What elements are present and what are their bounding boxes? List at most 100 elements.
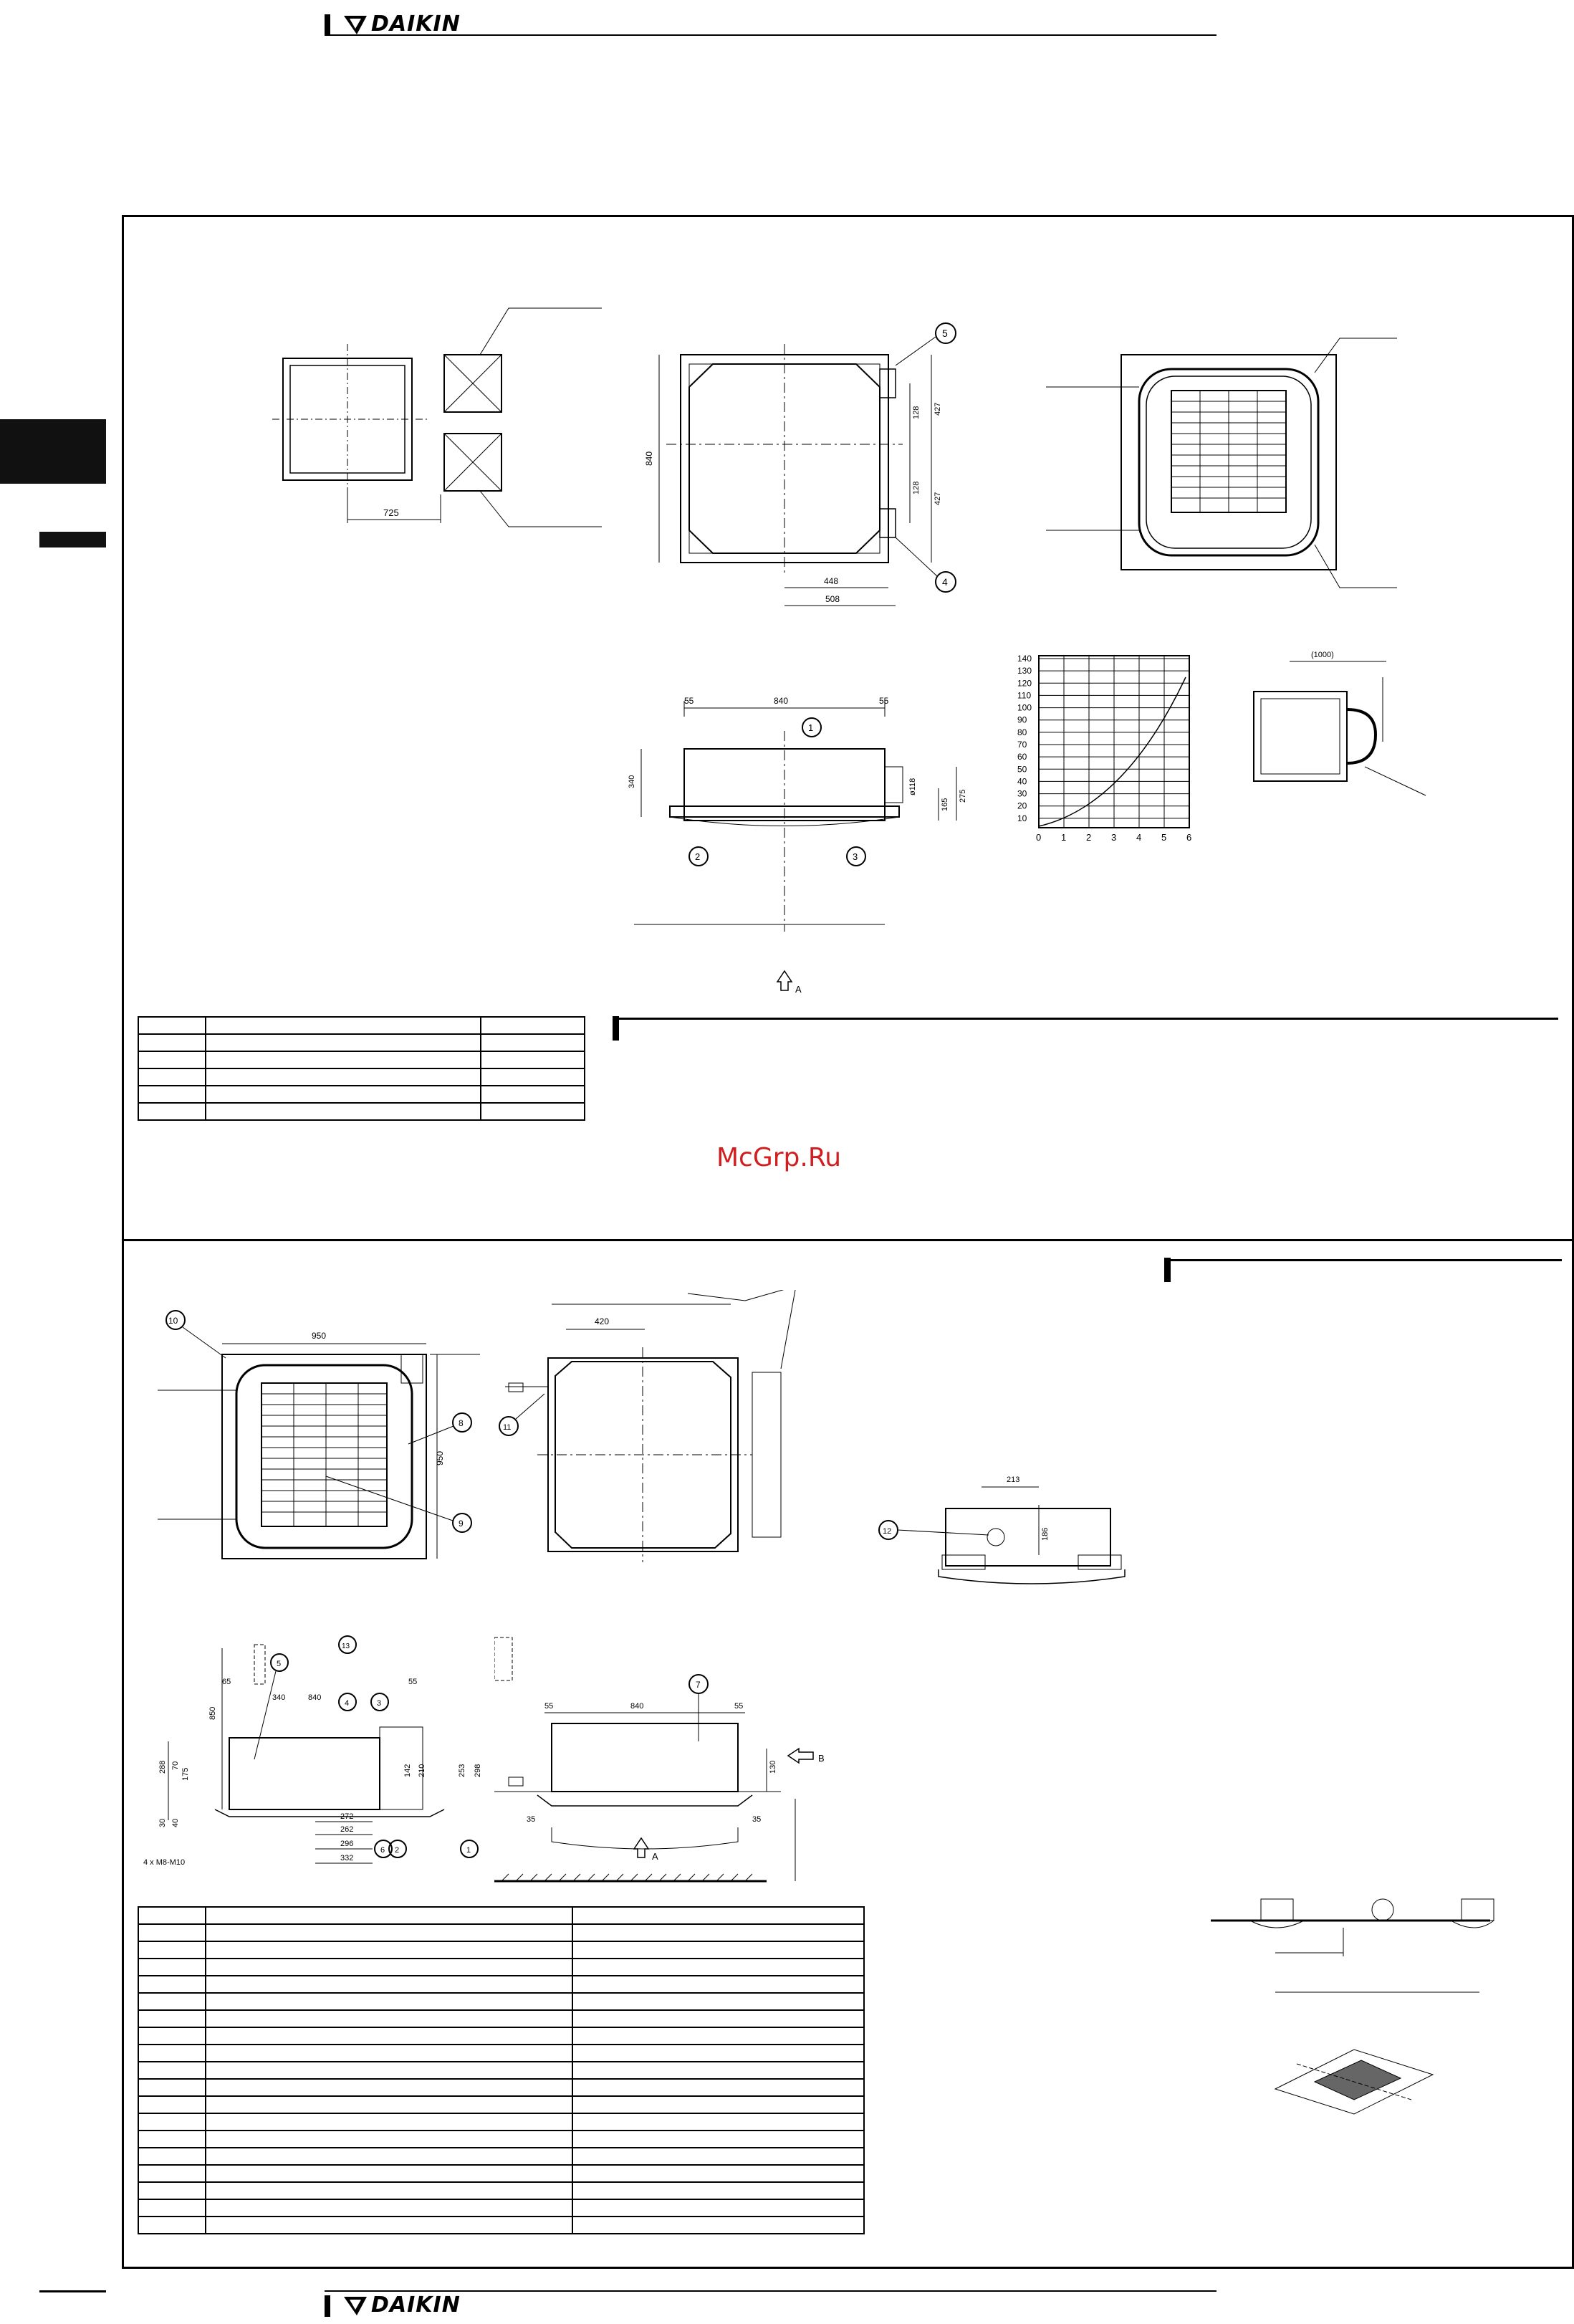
dim-65: 65 — [222, 1678, 231, 1686]
bottom-notes-rule — [1164, 1259, 1562, 1261]
callout-4: 4 — [345, 1699, 349, 1708]
arrow-b-label: B — [818, 1753, 825, 1764]
panel-front-view-drawing — [1039, 330, 1411, 602]
dim-55-left: 55 — [684, 696, 694, 706]
table-row — [138, 2147, 865, 2166]
footer-logo-bar — [325, 2295, 330, 2317]
drain-hose-view-drawing: (1000) — [1232, 649, 1440, 806]
bottom-notes-marker — [1164, 1258, 1171, 1282]
plan-view-drawing: 725 — [265, 301, 609, 537]
dim-128-upper: 128 — [912, 406, 921, 419]
graph-y-tick: 120 — [1017, 678, 1032, 688]
table-row — [138, 2164, 865, 2183]
table-row — [138, 1975, 865, 1994]
dim-275: 275 — [959, 790, 967, 803]
callout-5: 5 — [942, 327, 948, 339]
table-row — [138, 1906, 865, 1925]
callout-1: 1 — [808, 722, 813, 733]
table-row — [138, 2181, 865, 2200]
graph-y-tick: 10 — [1017, 813, 1027, 823]
watermark: McGrp.Ru — [716, 1143, 842, 1172]
bottom-section-right-drawing: 55 840 55 130 35 35 7 B A — [494, 1634, 838, 1892]
graph-y-tick: 50 — [1017, 764, 1027, 774]
dim-210: 210 — [418, 1764, 426, 1777]
table-row — [138, 2009, 865, 2028]
bottom-spec-table — [138, 1906, 865, 2234]
dim-165: 165 — [941, 798, 949, 811]
dim-118: ø118 — [908, 778, 917, 795]
daikin-logo-icon-footer — [344, 2297, 367, 2315]
bottom-panel — [122, 1239, 1574, 2269]
dim-950-top: 950 — [312, 1331, 326, 1341]
section-tab — [0, 419, 106, 484]
graph-x-tick: 6 — [1186, 832, 1191, 843]
top-spec-table — [138, 1016, 585, 1121]
table-row — [138, 2044, 865, 2062]
bolt-label: 4 x M8-M10 — [143, 1858, 185, 1867]
arrow-a-marker: A — [774, 967, 810, 996]
table-row — [138, 1068, 585, 1086]
dim-30: 30 — [158, 1819, 167, 1827]
callout-3-left: 3 — [377, 1699, 381, 1708]
dim-175: 175 — [181, 1768, 190, 1781]
graph-x-tick: 1 — [1061, 832, 1066, 843]
table-row — [138, 2113, 865, 2131]
dim-70: 70 — [171, 1761, 180, 1770]
dim-262: 262 — [340, 1825, 353, 1834]
table-row — [138, 1085, 585, 1104]
unit-side-view-drawing: 840 55 55 340 ø118 165 275 1 2 3 — [613, 695, 985, 960]
unit-top-view-drawing: 840 128 128 427 427 448 508 5 4 — [638, 315, 967, 616]
header-brand: DAIKIN — [371, 11, 461, 37]
dim-1000: (1000) — [1311, 651, 1334, 659]
dim-55-right: 55 — [879, 696, 889, 706]
callout-12: 12 — [883, 1527, 891, 1536]
graph-y-tick: 80 — [1017, 727, 1027, 737]
dim-128-lower: 128 — [912, 482, 921, 494]
header-rule — [325, 34, 1217, 36]
callout-13: 13 — [342, 1642, 350, 1650]
callout-3: 3 — [853, 851, 858, 862]
graph-y-tick: 90 — [1017, 715, 1027, 725]
table-row — [138, 1033, 585, 1052]
graph-y-tick: 130 — [1017, 666, 1032, 676]
table-row — [138, 2095, 865, 2114]
table-row — [138, 1016, 585, 1035]
dim-420: 420 — [595, 1316, 609, 1326]
table-row — [138, 2061, 865, 2080]
table-row — [138, 1102, 585, 1121]
dim-213: 213 — [1007, 1476, 1019, 1484]
graph-y-tick: 40 — [1017, 776, 1027, 786]
dim-253: 253 — [458, 1764, 466, 1777]
section-tab-small — [39, 532, 106, 547]
dim-427-upper: 427 — [934, 403, 942, 416]
graph-x-tick: 3 — [1111, 832, 1116, 843]
bottom-detail-view-drawing: 213 186 12 — [874, 1469, 1146, 1591]
graph-x-tick: 5 — [1161, 832, 1166, 843]
graph-y-tick: 30 — [1017, 789, 1027, 799]
callout-4: 4 — [942, 576, 948, 588]
dim-130: 130 — [769, 1761, 777, 1774]
dim-850: 850 — [208, 1707, 217, 1720]
table-row — [138, 1992, 865, 2011]
callout-1-left: 1 — [466, 1846, 471, 1855]
dim-40: 40 — [171, 1819, 180, 1827]
callout-2-left: 2 — [395, 1846, 399, 1855]
callout-2: 2 — [695, 851, 700, 862]
table-row — [138, 1958, 865, 1976]
arrow-a-label: A — [795, 984, 802, 995]
notes-rule — [613, 1018, 1558, 1020]
callout-7: 7 — [696, 1680, 701, 1690]
bottom-section-left-drawing: 850 65 340 840 55 288 70 175 30 40 142 2… — [143, 1634, 502, 1878]
notes-marker — [613, 1016, 619, 1041]
dim-298: 298 — [474, 1764, 482, 1777]
footer-rule — [325, 2290, 1217, 2292]
dim-725: 725 — [383, 507, 399, 518]
dim-340: 340 — [272, 1693, 285, 1702]
table-row — [138, 1051, 585, 1069]
dim-142: 142 — [403, 1764, 412, 1777]
dim-55-left-b: 55 — [544, 1702, 553, 1711]
bottom-top-view-drawing: 420 11 — [494, 1290, 896, 1569]
graph-y-tick: 110 — [1017, 690, 1031, 700]
logo-bar — [325, 14, 330, 36]
dim-272: 272 — [340, 1812, 353, 1821]
